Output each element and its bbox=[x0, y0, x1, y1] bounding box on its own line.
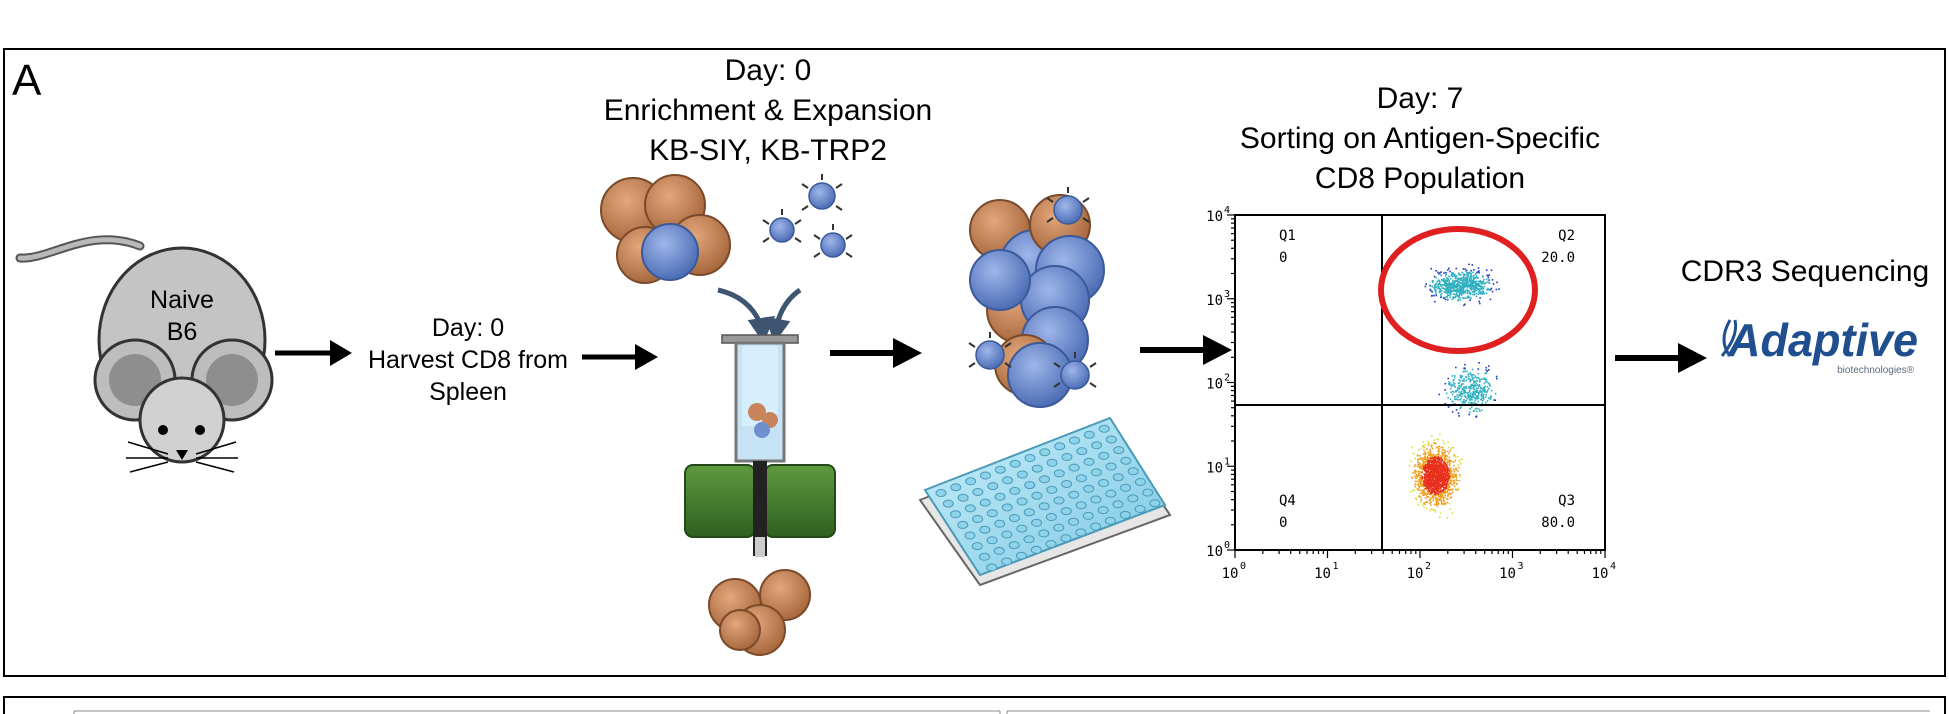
step3-line1: Day: 0 bbox=[725, 54, 812, 87]
step2-line1: Day: 0 bbox=[432, 314, 504, 342]
flow-through-cells-icon bbox=[708, 569, 811, 656]
expanded-tetramer-icons bbox=[968, 187, 1097, 390]
y-tick-label: 10 bbox=[1206, 209, 1223, 225]
mouse-label-line1: Naive bbox=[150, 286, 214, 314]
panel-frame bbox=[3, 48, 1946, 677]
x-tick-exponent: 0 bbox=[1240, 561, 1246, 572]
x-tick-label: 10 bbox=[1499, 566, 1516, 582]
y-tick-exponent: 1 bbox=[1224, 456, 1230, 467]
step4-line2: Sorting on Antigen-Specific bbox=[1240, 122, 1600, 155]
well-plate-icon bbox=[918, 416, 1172, 587]
arrow-5 bbox=[1615, 343, 1707, 373]
pmhc-tetramer-icons bbox=[762, 174, 853, 258]
y-tick-label: 10 bbox=[1206, 544, 1223, 560]
x-tick-exponent: 4 bbox=[1610, 561, 1616, 572]
y-tick-label: 10 bbox=[1206, 460, 1223, 476]
dna-helix-icon bbox=[1720, 319, 1738, 357]
q3-name: Q3 bbox=[1558, 493, 1575, 509]
curved-arrows-into-column bbox=[717, 287, 802, 344]
arrow-1 bbox=[275, 340, 352, 366]
arrow-2 bbox=[582, 344, 658, 370]
mouse-label-line2: B6 bbox=[167, 318, 198, 346]
x-tick-label: 10 bbox=[1407, 566, 1424, 582]
q2-name: Q2 bbox=[1558, 228, 1575, 244]
q1-value: 0 bbox=[1279, 250, 1287, 266]
q1-name: Q1 bbox=[1279, 228, 1296, 244]
step3-line2: Enrichment & Expansion bbox=[604, 94, 933, 127]
mouse-icon bbox=[15, 235, 274, 473]
step4-line1: Day: 7 bbox=[1377, 82, 1464, 115]
step2-line3: Spleen bbox=[429, 378, 507, 406]
magnetic-column-icon bbox=[684, 334, 836, 557]
lower-panel-frame bbox=[3, 696, 1946, 714]
adaptive-logo-subtext: biotechnologies® bbox=[1837, 365, 1914, 376]
y-tick-exponent: 3 bbox=[1224, 289, 1230, 300]
step4-line3: CD8 Population bbox=[1315, 162, 1525, 195]
y-tick-exponent: 4 bbox=[1224, 205, 1230, 216]
adaptive-logo: Adaptive biotechnologies® bbox=[1720, 314, 1918, 376]
x-tick-exponent: 1 bbox=[1333, 561, 1339, 572]
cd8-cell-cluster-icon bbox=[600, 174, 731, 284]
arrow-4 bbox=[1140, 335, 1232, 365]
q4-value: 0 bbox=[1279, 515, 1287, 531]
y-tick-exponent: 0 bbox=[1224, 540, 1230, 551]
x-tick-exponent: 2 bbox=[1425, 561, 1431, 572]
cdr3-sequencing-title: CDR3 Sequencing bbox=[1681, 255, 1929, 288]
y-tick-label: 10 bbox=[1206, 293, 1223, 309]
panel-label: A bbox=[12, 56, 42, 105]
y-tick-label: 10 bbox=[1206, 377, 1223, 393]
x-tick-label: 10 bbox=[1222, 566, 1239, 582]
adaptive-logo-text: Adaptive bbox=[1727, 314, 1918, 366]
x-tick-label: 10 bbox=[1592, 566, 1609, 582]
step3-line3: KB-SIY, KB-TRP2 bbox=[649, 134, 887, 167]
x-tick-label: 10 bbox=[1314, 566, 1331, 582]
y-tick-exponent: 2 bbox=[1224, 373, 1230, 384]
antigen-specific-gate bbox=[1378, 226, 1538, 354]
q3-value: 80.0 bbox=[1541, 515, 1575, 531]
q2-value: 20.0 bbox=[1541, 250, 1575, 266]
x-tick-exponent: 3 bbox=[1518, 561, 1524, 572]
arrow-3 bbox=[830, 338, 922, 368]
step2-line2: Harvest CD8 from bbox=[368, 346, 568, 374]
q4-name: Q4 bbox=[1279, 493, 1296, 509]
